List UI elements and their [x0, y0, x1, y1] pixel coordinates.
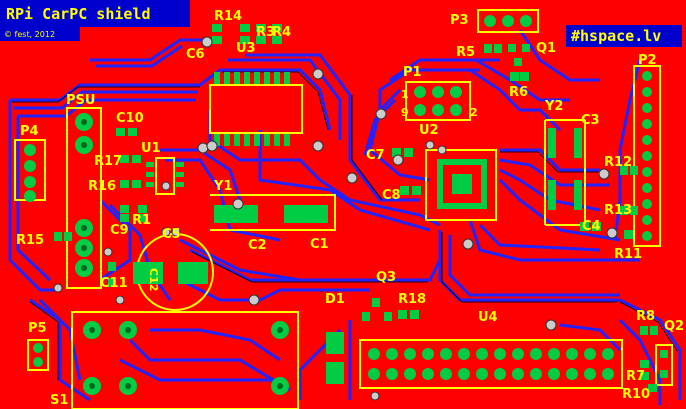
label-c6: C6 — [186, 47, 205, 62]
p2-outline — [633, 65, 661, 247]
u3-outline — [209, 84, 303, 134]
p5-outline — [27, 339, 49, 371]
label-p2: P2 — [638, 53, 657, 68]
label-r15: R15 — [16, 233, 44, 248]
board-title: RPi CarPC shield — [6, 5, 151, 23]
label-s1: S1 — [50, 393, 68, 408]
label-r12: R12 — [604, 155, 632, 170]
q2-outline — [655, 344, 673, 386]
label-u4: U4 — [478, 310, 498, 325]
label-c10: C10 — [116, 111, 144, 126]
label-r5: R5 — [456, 45, 475, 60]
u4-outline — [359, 339, 623, 389]
label-r3: R3 — [256, 25, 275, 40]
label-c5: C5 — [162, 227, 181, 242]
y2-outline — [544, 119, 586, 226]
copyright-text: © fest, 2012 — [4, 30, 55, 39]
psu-outline — [66, 107, 102, 289]
y1-outline — [210, 194, 336, 231]
u2-outline — [425, 149, 497, 221]
label-r11: R11 — [614, 247, 642, 262]
label-d1: D1 — [325, 292, 345, 307]
label-c9: C9 — [110, 223, 129, 238]
p1-pin1-marker: 1 — [401, 88, 409, 101]
p3-outline — [477, 9, 539, 33]
label-q1: Q1 — [536, 41, 556, 56]
label-c8: C8 — [382, 188, 401, 203]
label-r1: R1 — [132, 213, 151, 228]
label-r4: R4 — [272, 25, 291, 40]
label-p3: P3 — [450, 13, 469, 28]
label-y1: Y1 — [213, 179, 232, 194]
label-u2: U2 — [419, 123, 439, 138]
label-c3: C3 — [581, 113, 600, 128]
label-y2: Y2 — [544, 99, 563, 114]
label-r13: R13 — [604, 203, 632, 218]
label-c12: C12 — [147, 268, 160, 291]
label-q3: Q3 — [376, 270, 396, 285]
label-c7: C7 — [366, 148, 385, 163]
label-c2: C2 — [248, 238, 267, 253]
label-c1: C1 — [310, 237, 329, 252]
title-box — [0, 0, 190, 27]
label-psu: PSU — [66, 93, 95, 108]
label-r18: R18 — [398, 292, 426, 307]
p1-pin2-marker: 2 — [470, 106, 478, 119]
label-r6: R6 — [509, 85, 528, 100]
label-q2: Q2 — [664, 319, 684, 334]
label-r8: R8 — [636, 309, 655, 324]
p1-outline — [405, 81, 471, 121]
label-r16: R16 — [88, 179, 116, 194]
pads — [24, 15, 668, 395]
label-r17: R17 — [94, 154, 122, 169]
tag-box — [566, 25, 682, 47]
label-p1: P1 — [403, 65, 422, 80]
label-c4: C4 — [582, 219, 601, 234]
s1-outline — [71, 311, 299, 409]
top-traces — [12, 71, 679, 380]
p1-pin9-marker: 9 — [401, 106, 409, 119]
vias — [53, 36, 618, 401]
hackerspace-tag: #hspace.lv — [571, 27, 661, 45]
label-r10: R10 — [622, 387, 650, 402]
label-p4: P4 — [20, 124, 39, 139]
copyright-box — [0, 27, 80, 41]
bottom-traces — [8, 29, 682, 405]
u2-qfn-pads — [437, 159, 487, 209]
label-u3: U3 — [236, 41, 256, 56]
label-r7: R7 — [626, 369, 645, 384]
u1-outline — [155, 157, 175, 195]
label-p5: P5 — [28, 321, 47, 336]
label-u1: U1 — [141, 141, 161, 156]
u4-header-pads — [368, 348, 614, 380]
component-labels: R14 R3 R4 U3 C6 P3 R5 Q1 P1 R6 P2 PSU C1… — [16, 9, 684, 408]
silkscreen-outlines — [14, 9, 673, 409]
p2-header-pads — [642, 71, 652, 241]
label-r14: R14 — [214, 9, 242, 24]
label-c11: C11 — [100, 276, 128, 291]
